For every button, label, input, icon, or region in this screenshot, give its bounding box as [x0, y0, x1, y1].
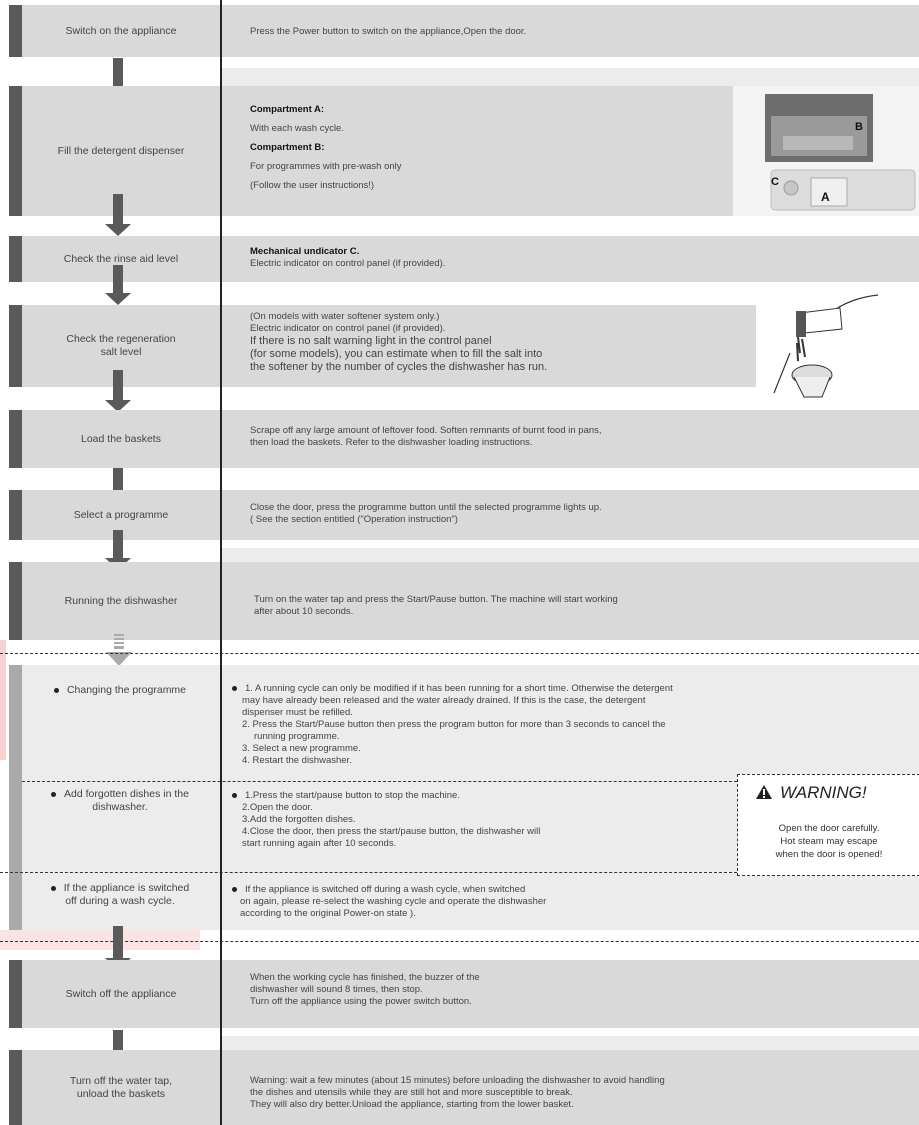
step-bar	[9, 1050, 22, 1125]
column-divider	[220, 0, 222, 1125]
gap-band	[222, 1036, 919, 1050]
down-arrow-icon	[105, 370, 131, 412]
dashed-separator	[22, 781, 737, 782]
step-band	[22, 562, 919, 640]
compartment-a-text: With each wash cycle.	[250, 123, 344, 134]
salt-line-1: (On models with water softener system on…	[250, 311, 440, 322]
light-down-arrow-icon	[106, 634, 132, 674]
warning-triangle-icon	[756, 785, 772, 799]
step-bar	[9, 5, 22, 57]
down-arrow-icon	[105, 194, 131, 236]
step-desc-salt: (On models with water softener system on…	[250, 311, 547, 374]
special-desc-changing: 1. A running cycle can only be modified …	[232, 683, 673, 767]
warning-title: WARNING!	[756, 783, 867, 803]
load-line-1: Scrape off any large amount of leftover …	[250, 425, 602, 436]
step-label-switch-off: Switch off the appliance	[65, 987, 177, 1000]
special-bar	[9, 665, 22, 930]
step-desc-running: Turn on the water tap and press the Star…	[254, 594, 618, 618]
detergent-dispenser-illustration: B C A	[765, 94, 916, 211]
label-a: A	[821, 190, 830, 204]
label-b: B	[855, 121, 863, 133]
step-desc-unload: Warning: wait a few minutes (about 15 mi…	[250, 1075, 665, 1110]
page-edge-mark	[0, 640, 6, 760]
compartment-b-title: Compartment B:	[250, 142, 325, 153]
mechanical-indicator-title: Mechanical undicator C.	[250, 246, 360, 257]
step-band	[22, 410, 919, 468]
warning-box: WARNING! Open the door carefully. Hot st…	[737, 774, 919, 876]
salt-pouring-illustration	[770, 293, 890, 405]
step-bar	[9, 305, 22, 387]
select-line-1: Close the door, press the programme butt…	[250, 502, 602, 513]
step-band	[22, 305, 756, 387]
step-desc-switch-off: When the working cycle has finished, the…	[250, 972, 480, 1007]
detergent-image-panel: B C A	[733, 86, 919, 216]
step-band	[22, 5, 919, 57]
electric-indicator-text: Electric indicator on control panel (if …	[250, 258, 446, 269]
step-bar	[9, 960, 22, 1028]
step-band	[22, 1050, 919, 1125]
dashed-separator	[0, 653, 919, 654]
label-c: C	[771, 176, 779, 188]
warning-text: Open the door carefully. Hot steam may e…	[775, 823, 883, 860]
step-label-salt: Check the regeneration salt level	[66, 333, 176, 358]
step-bar	[9, 562, 22, 640]
step-band	[22, 490, 919, 540]
step-band	[22, 960, 919, 1028]
special-desc-forgotten: 1.Press the start/pause button to stop t…	[232, 790, 540, 850]
dashed-separator	[0, 872, 737, 873]
step-desc-switch-on: Press the Power button to switch on the …	[250, 26, 527, 37]
page-edge-mark	[0, 930, 200, 950]
load-line-2: then load the baskets. Refer to the dish…	[250, 437, 533, 448]
step-desc-fill-detergent: Compartment A: With each wash cycle. Com…	[250, 100, 402, 195]
step-bar	[9, 236, 22, 282]
gap-band	[222, 548, 919, 562]
running-line-2: after about 10 seconds.	[254, 606, 354, 617]
compartment-b-text: For programmes with pre-wash only	[250, 161, 402, 172]
gap-band	[222, 68, 919, 86]
dashed-separator	[0, 941, 919, 942]
running-line-1: Turn on the water tap and press the Star…	[254, 594, 618, 605]
step-label-unload: Turn off the water tap,unload the basket…	[69, 1074, 173, 1100]
step-desc-select-programme: Close the door, press the programme butt…	[250, 502, 602, 526]
step-desc-rinse-aid: Mechanical undicator C. Electric indicat…	[250, 246, 445, 270]
special-desc-switched-off: If the appliance is switched off during …	[232, 884, 546, 920]
step-label-switch-on: Switch on the appliance	[65, 24, 177, 37]
step-bar	[9, 490, 22, 540]
salt-line-4: (for some models), you can estimate when…	[250, 348, 543, 360]
salt-line-2: Electric indicator on control panel (if …	[250, 323, 446, 334]
step-band	[22, 236, 919, 282]
special-label-changing: Changing the programme	[30, 684, 210, 697]
down-arrow-icon	[105, 265, 131, 305]
salt-line-3: If there is no salt warning light in the…	[250, 335, 492, 347]
step-band	[22, 86, 733, 216]
step-bar	[9, 86, 22, 216]
step-bar	[9, 410, 22, 468]
step-label-running: Running the dishwasher	[64, 594, 178, 607]
step-label-load-baskets: Load the baskets	[81, 432, 161, 445]
compartment-a-title: Compartment A:	[250, 104, 325, 115]
follow-instructions-note: (Follow the user instructions!)	[250, 180, 375, 191]
salt-line-5: the softener by the number of cycles the…	[250, 361, 548, 373]
step-label-fill-detergent: Fill the detergent dispenser	[57, 144, 185, 157]
step-label-select-programme: Select a programme	[73, 508, 169, 521]
step-label-rinse-aid: Check the rinse aid level	[63, 252, 179, 265]
select-line-2: ( See the section entitled ("Operation i…	[250, 514, 458, 525]
step-desc-load-baskets: Scrape off any large amount of leftover …	[250, 425, 602, 449]
